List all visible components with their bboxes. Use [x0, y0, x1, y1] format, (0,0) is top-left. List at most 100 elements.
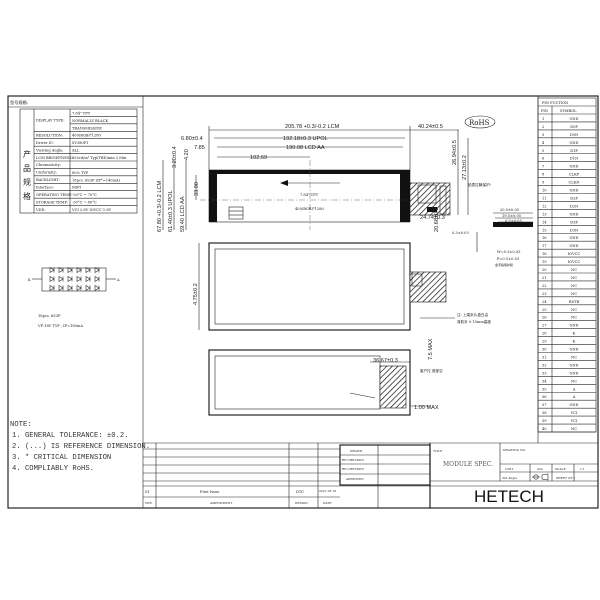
dim-pitch2: 19.5±0.05: [502, 214, 522, 218]
led-icon: [76, 275, 82, 283]
pin-number: 23: [542, 292, 547, 296]
pin-symbol: NC: [571, 268, 577, 272]
pin-number: 40: [542, 427, 547, 431]
spec-label: Viewing Angle:: [35, 148, 64, 152]
pin-symbol: NC: [571, 308, 577, 312]
pin-number: 32: [542, 363, 547, 367]
pin-symbol: GND: [570, 236, 579, 240]
pin-symbol: D1P: [570, 149, 578, 153]
pin-number: 35: [542, 387, 547, 391]
dim-lcm-width: 205.78 +0.3/-0.2 LCM: [285, 124, 340, 130]
pin-symbol: IOVCC: [568, 252, 581, 256]
led-icon: [76, 266, 82, 274]
dim-connector2: 20.68±0.2: [434, 207, 440, 232]
pin-number: 39: [542, 419, 547, 423]
pin-symbol: K: [573, 340, 576, 344]
note-item: 1. GENERAL TOLERANCE: ±0.2.: [12, 432, 128, 440]
rev-number: 01: [145, 490, 150, 494]
spec-value: 400(RGB)*1280: [72, 134, 102, 138]
pin-number: 17: [542, 244, 547, 248]
cn-note-2: 注: 上端未片盒白由: [457, 312, 489, 317]
pin-number: 38: [542, 411, 547, 415]
pin-number: 37: [542, 403, 547, 407]
pin-symbol: D3P: [570, 220, 578, 224]
spec-value: ALL: [71, 149, 80, 153]
sheet-info: SHEET OF 1: [556, 476, 576, 480]
pin-symbol: GND: [570, 189, 579, 193]
pin-number: 12: [542, 204, 547, 208]
front-view: 7.84" TFT 400(RGB)*1280 205.78 +0.3/-0.2…: [157, 115, 496, 232]
pin-symbol: CLKP: [569, 173, 580, 177]
pin-number: 30: [542, 348, 547, 352]
rev-description: First Issue: [200, 490, 219, 494]
pin-symbol: D1N: [570, 157, 578, 161]
cn-note-3: 背胶补 0.15mm高度: [457, 319, 491, 324]
spec-value: 850cd/m² Typ(TBD)min 2.Min: [72, 156, 127, 160]
header-date: DATE: [323, 501, 332, 505]
spec-label: Uniformity:: [36, 171, 57, 175]
spec-label: Chromaticity:: [36, 163, 61, 167]
notes-title: NOTE:: [10, 421, 32, 429]
drawing-frame: [7, 95, 599, 509]
backlight-line1: 18pcs, 6S3P: [38, 314, 61, 318]
company-name: HETECH: [474, 487, 544, 506]
pin-number: 1: [542, 117, 544, 121]
led-icon: [49, 284, 55, 292]
pin-symbol: VCI: [570, 419, 578, 423]
pin-number: 29: [542, 340, 547, 344]
spec-label: VDD:: [35, 208, 46, 212]
spec-label: BACKLIGHT:: [36, 178, 60, 182]
dim-fpc-thickness: 36.67±0.3: [373, 358, 398, 364]
dim-mid: 33.90: [194, 182, 200, 196]
pin-symbol: NC: [571, 355, 577, 359]
header-amendment: AMENDMENT: [209, 501, 232, 505]
pin-symbol: GND: [570, 324, 579, 328]
pin-symbol: A: [572, 387, 576, 391]
cathode-label: K: [28, 278, 31, 282]
pin-symbol: IOVCC: [568, 260, 581, 264]
spec-value: MIPI: [72, 186, 82, 190]
led-icon: [76, 284, 82, 292]
pin-symbol: NC: [571, 427, 577, 431]
pin-symbol: GND: [570, 141, 579, 145]
dim-fpc-height: 26.94±0.5: [452, 140, 458, 165]
pin-symbol: GND: [570, 244, 579, 248]
pin-number: 6: [542, 157, 545, 161]
pin-number: 2: [542, 125, 544, 129]
led-icon: [67, 284, 73, 292]
dim-connector: 24.74±0.3: [420, 215, 445, 221]
pin-number: 15: [542, 228, 547, 232]
cn-note-4: 客户拉 底部空: [420, 368, 443, 373]
spec-label: RESOLUTION:: [36, 134, 63, 138]
anode-label: A: [116, 278, 120, 282]
pin-symbol: RSTB: [569, 300, 580, 304]
pin-symbol: A: [572, 395, 576, 399]
dim-half-width: 102.69: [250, 155, 267, 161]
pin-number: 16: [542, 236, 547, 240]
pin-number: 19: [542, 260, 547, 264]
dim-aa-height: 59.40 LCD AA: [180, 196, 186, 232]
dim-pitch1: 20.5±0.05: [500, 208, 520, 212]
dim-max1: 7.5 MAX: [428, 338, 434, 360]
approved-label: APPROVED: [345, 477, 364, 481]
led-icon: [58, 284, 64, 292]
unit-value: mm: [537, 467, 543, 471]
pin-symbol: D2P: [570, 196, 578, 200]
rohs-text: RoHS: [469, 119, 490, 127]
pin-number: 33: [542, 371, 547, 375]
pin-symbol: NC: [571, 292, 577, 296]
dim-max2: 1.00 MAX: [414, 405, 439, 411]
unit-label: UNIT: [505, 467, 513, 471]
led-icon: [85, 284, 91, 292]
pin-symbol: GND: [570, 371, 579, 375]
spec-label: Driver IC:: [36, 141, 54, 145]
pin-col-header: PIN: [541, 109, 548, 113]
spec-title: 型号规格:: [10, 99, 28, 106]
pin-table-title: PIN FUCTION: [542, 101, 568, 105]
led-icon: [49, 266, 55, 274]
spec-value: VCI 2.8V IOVCC 1.8V: [71, 208, 112, 212]
pin-number: 9: [542, 181, 545, 185]
header-ver: VER.: [144, 501, 153, 505]
spec-label: LCM BRIGHTNESS:: [36, 156, 73, 160]
